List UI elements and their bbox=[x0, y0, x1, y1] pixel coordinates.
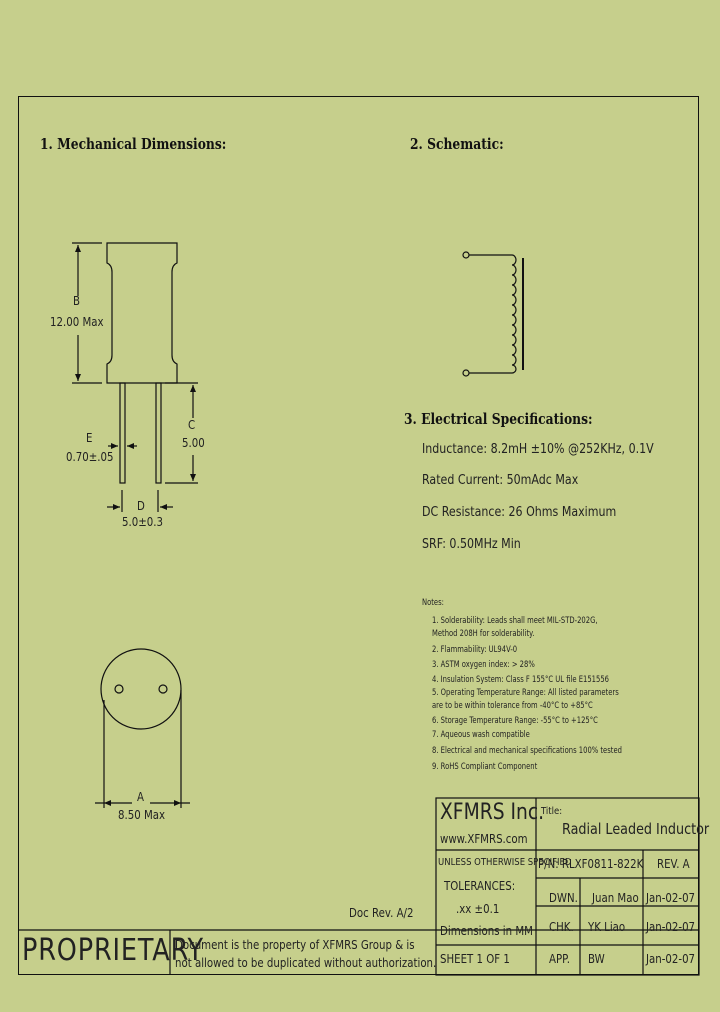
dwn-date: Jan-02-07 bbox=[646, 891, 696, 905]
note-line: 5. Operating Temperature Range: All list… bbox=[432, 688, 619, 698]
spec-dc-resistance: DC Resistance: 26 Ohms Maximum bbox=[422, 505, 617, 520]
note-line: 8. Electrical and mechanical specificati… bbox=[432, 746, 622, 756]
dim-a-letter: A bbox=[137, 790, 144, 804]
lead-right bbox=[155, 382, 162, 484]
bottom-view-pin-right bbox=[158, 684, 168, 694]
proprietary-label: PROPRIETARY bbox=[22, 933, 204, 968]
note-line: 7. Aqueous wash compatible bbox=[432, 730, 530, 740]
doc-rev: Doc Rev. A/2 bbox=[349, 906, 414, 920]
company-website: www.XFMRS.com bbox=[440, 832, 528, 846]
note-line: Method 208H for solderability. bbox=[432, 629, 535, 639]
schematic-terminal-bottom bbox=[462, 369, 470, 377]
dwn-label: DWN. bbox=[549, 891, 578, 905]
app-name: BW bbox=[588, 952, 605, 966]
chk-label: CHK. bbox=[549, 920, 574, 934]
note-line: 4. Insulation System: Class F 155°C UL f… bbox=[432, 675, 609, 685]
schematic-terminal-top bbox=[462, 251, 470, 259]
drawing-sheet-border bbox=[18, 96, 699, 975]
note-line: are to be within tolerance from -40°C to… bbox=[432, 701, 593, 711]
app-label: APP. bbox=[549, 952, 570, 966]
company-name: XFMRS Inc. bbox=[440, 800, 545, 825]
spec-srf: SRF: 0.50MHz Min bbox=[422, 537, 521, 552]
dimensions-unit: Dimensions in MM bbox=[440, 924, 533, 938]
note-line: 2. Flammability: UL94V-0 bbox=[432, 645, 518, 655]
bottom-view-pin-left bbox=[114, 684, 124, 694]
bottom-view-circle bbox=[100, 648, 182, 730]
notes-title: Notes: bbox=[422, 598, 444, 608]
title-label: Title: bbox=[541, 806, 563, 817]
dim-a-value: 8.50 Max bbox=[118, 808, 166, 822]
dim-c-value: 5.00 bbox=[182, 436, 205, 450]
spec-rated-current: Rated Current: 50mAdc Max bbox=[422, 473, 579, 488]
dim-c-letter: C bbox=[188, 418, 196, 432]
dim-d-value: 5.0±0.3 bbox=[122, 515, 163, 529]
dim-e-letter: E bbox=[86, 431, 93, 445]
spec-inductance: Inductance: 8.2mH ±10% @252KHz, 0.1V bbox=[422, 442, 654, 457]
tolerance-value: .xx ±0.1 bbox=[456, 902, 500, 916]
tolerances-label: TOLERANCES: bbox=[444, 879, 516, 893]
app-date: Jan-02-07 bbox=[646, 952, 696, 966]
schematic-heading: 2. Schematic: bbox=[410, 135, 504, 153]
chk-name: YK Liao bbox=[588, 920, 626, 934]
dwn-name: Juan Mao bbox=[592, 891, 639, 905]
drawing-title: Radial Leaded Inductor bbox=[562, 820, 710, 838]
unless-otherwise-specified: UNLESS OTHERWISE SPECIFIED bbox=[438, 857, 572, 868]
sheet-number: SHEET 1 OF 1 bbox=[440, 952, 510, 966]
revision: REV. A bbox=[657, 857, 690, 871]
mechanical-dimensions-heading: 1. Mechanical Dimensions: bbox=[40, 135, 227, 153]
dim-e-value: 0.70±.05 bbox=[66, 450, 114, 464]
inductor-body-outline bbox=[106, 242, 178, 384]
electrical-specifications-heading: 3. Electrical Specifications: bbox=[404, 410, 593, 428]
dim-d-letter: D bbox=[137, 499, 145, 513]
dim-b-letter: B bbox=[73, 294, 80, 308]
note-line: 6. Storage Temperature Range: -55°C to +… bbox=[432, 716, 598, 726]
schematic-coil bbox=[511, 254, 517, 374]
note-line: 1. Solderability: Leads shall meet MIL-S… bbox=[432, 616, 598, 626]
proprietary-note-line-2: not allowed to be duplicated without aut… bbox=[175, 956, 437, 970]
dim-b-value: 12.00 Max bbox=[50, 315, 104, 329]
note-line: 3. ASTM oxygen index: > 28% bbox=[432, 660, 535, 670]
lead-left bbox=[119, 382, 126, 484]
proprietary-note-line-1: Document is the property of XFMRS Group … bbox=[175, 938, 415, 952]
chk-date: Jan-02-07 bbox=[646, 920, 696, 934]
part-number: P/N: RLXF0811-822K bbox=[538, 857, 644, 871]
note-line: 9. RoHS Compliant Component bbox=[432, 762, 538, 772]
